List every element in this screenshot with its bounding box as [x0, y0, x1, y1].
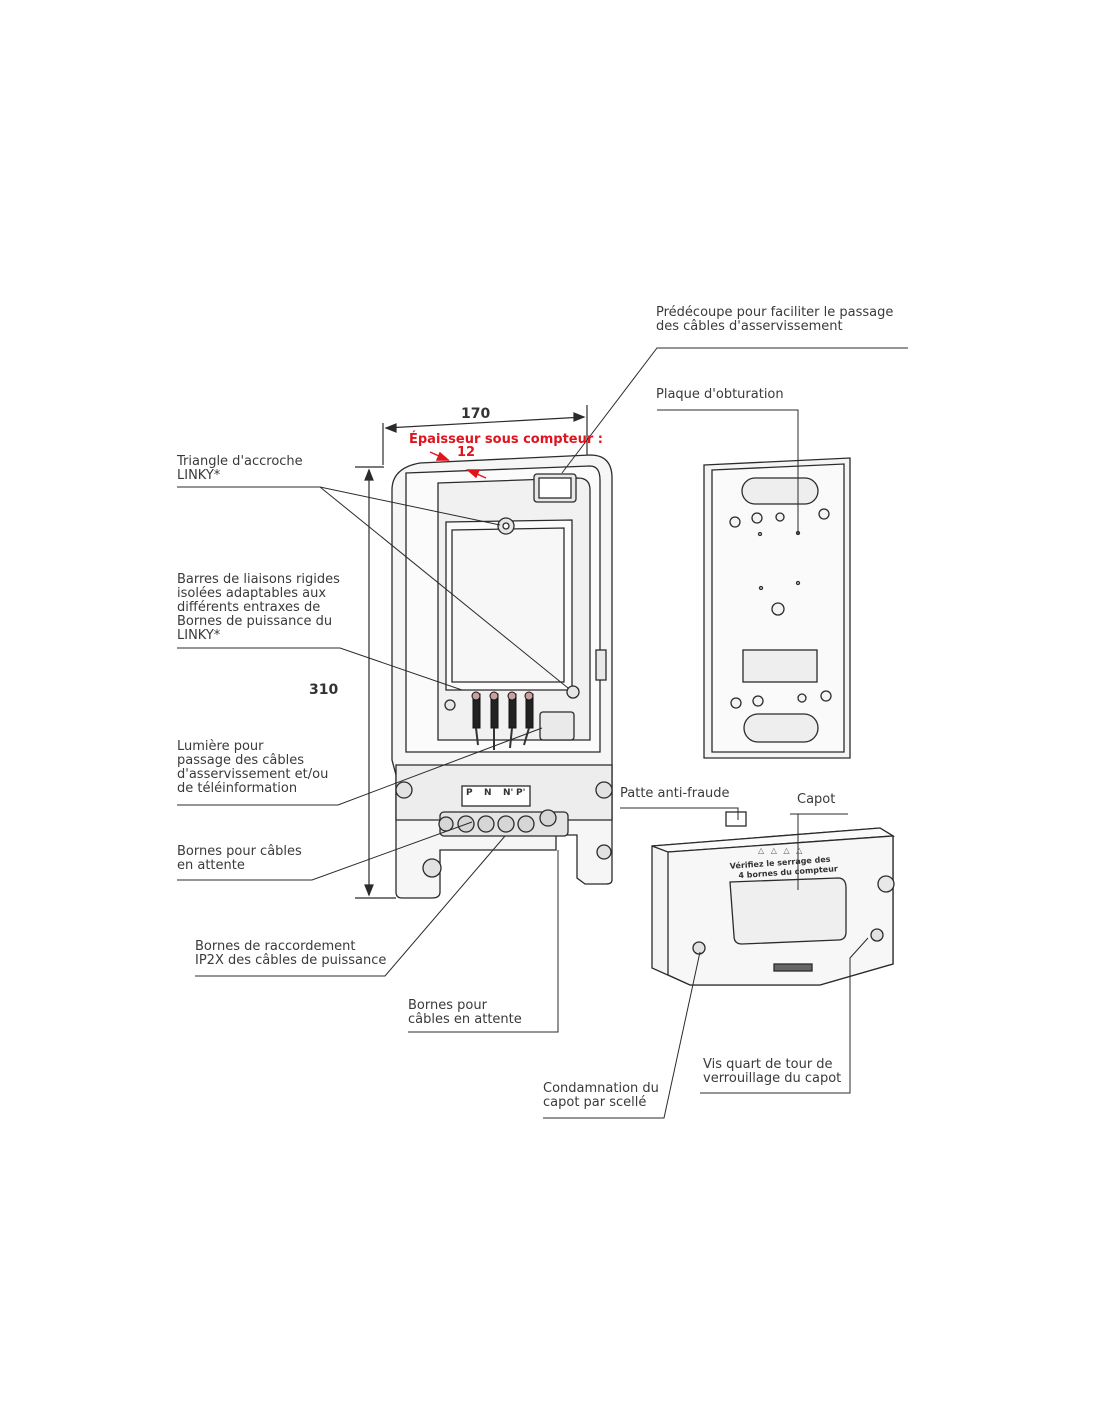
capot: [651, 811, 896, 986]
warning-triangles-icon: △ △ △ △: [758, 846, 805, 855]
terminal-letter-p: P: [466, 788, 473, 798]
terminal-letter-p-prime: P': [516, 788, 526, 798]
support-plate: [391, 454, 613, 899]
terminal-letter-n: N: [484, 788, 492, 798]
label-patte-anti-fraude: Patte anti-fraude: [620, 786, 730, 801]
dimension-lines: [355, 405, 588, 899]
thickness-title: Épaisseur sous compteur :: [409, 432, 603, 447]
label-plaque-obturation: Plaque d'obturation: [656, 387, 784, 402]
plaque-obturation: [703, 457, 851, 759]
rigid-bars: [471, 691, 534, 750]
height-dimension: 310: [309, 682, 339, 698]
leader-lines: [177, 347, 908, 1119]
terminal-letter-n-prime: N': [503, 788, 514, 798]
width-dimension: 170: [461, 406, 491, 422]
thickness-marks: [429, 451, 487, 479]
thickness-value: 12: [457, 445, 476, 460]
label-capot: Capot: [797, 792, 836, 807]
